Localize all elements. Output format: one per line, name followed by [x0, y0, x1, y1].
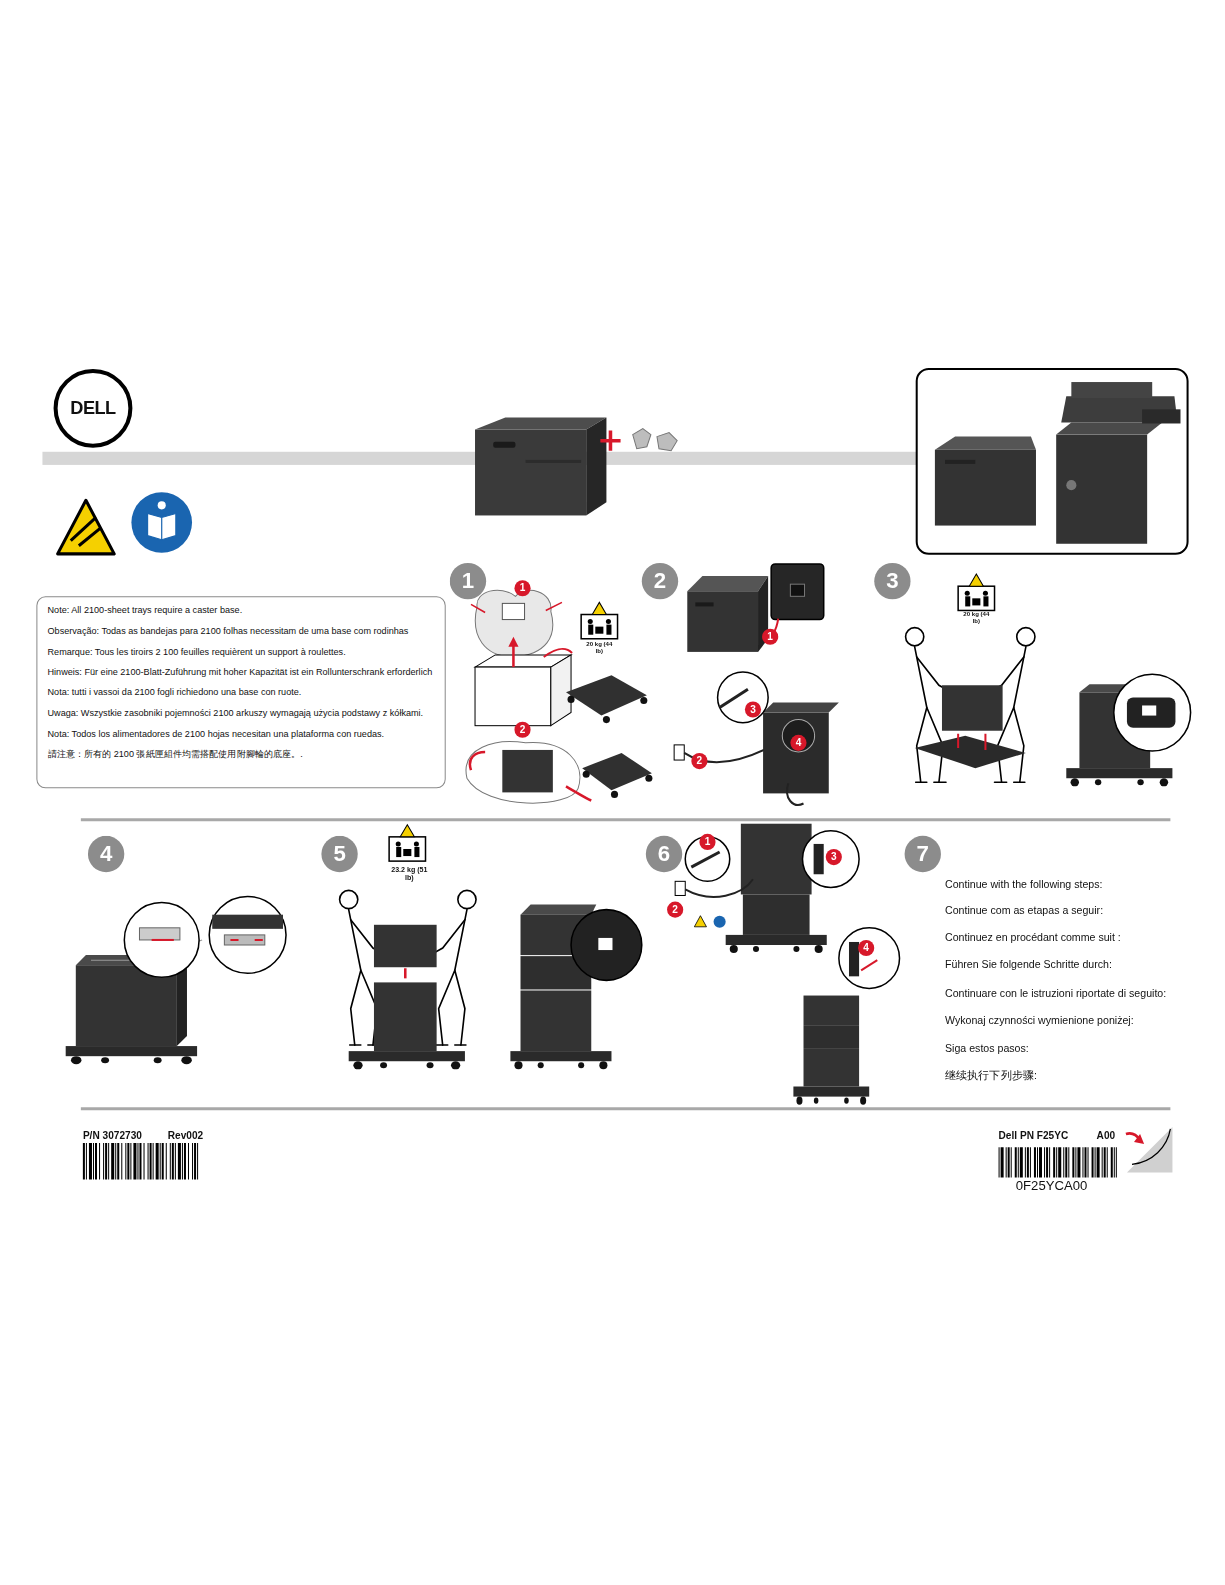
note-text: Nota: tutti i vassoi da 2100 fogli richi… [48, 687, 435, 698]
step-number-text: 6 [658, 843, 670, 865]
instruction-text: 继续执行下列步骤: [945, 1069, 1037, 1083]
step-number: 7 [905, 836, 941, 872]
part-number: P/N 3072730 [83, 1130, 142, 1141]
step-number: 1 [450, 563, 486, 599]
step-number-text: 2 [654, 570, 666, 592]
note-box: Note: All 2100-sheet trays require a cas… [36, 596, 445, 788]
step-number: 5 [321, 836, 357, 872]
callout-number: 2 [514, 722, 530, 738]
step-number: 2 [642, 563, 678, 599]
step-number: 6 [646, 836, 682, 872]
step-number-text: 4 [100, 843, 112, 865]
instruction-text: Continue com as etapas a seguir: [945, 904, 1103, 916]
step-number: 3 [874, 563, 910, 599]
brand-logo: DELL [70, 398, 115, 419]
callout-number: 2 [667, 902, 683, 918]
instruction-text: Continue with the following steps: [945, 878, 1103, 890]
callout-number: 3 [826, 849, 842, 865]
weight-label: 23.2 kg (51 lb) [391, 865, 427, 881]
note-text: Uwaga: Wszystkie zasobniki pojemności 21… [48, 708, 435, 719]
instruction-text: Siga estos pasos: [945, 1042, 1029, 1054]
callout-number: 4 [858, 940, 874, 956]
step-number-text: 7 [917, 843, 929, 865]
part-number: Dell PN F25YC [999, 1130, 1069, 1141]
callout-number: 1 [699, 834, 715, 850]
callout-number: 1 [514, 580, 530, 596]
callout-number: 4 [790, 735, 806, 751]
callout-number: 1 [762, 629, 778, 645]
revision: A00 [1097, 1130, 1116, 1141]
instruction-text: Continuare con le istruzioni riportate d… [945, 986, 1166, 998]
barcode-text: 0F25YCA00 [1016, 1177, 1088, 1192]
revision: Rev002 [168, 1130, 203, 1141]
instruction-text: Wykonaj czynności wymienione poniżej: [945, 1014, 1134, 1026]
note-text: Hinweis: Für eine 2100-Blatt-Zuführung m… [48, 667, 435, 678]
weight-label: 20 kg (44 lb) [960, 611, 992, 624]
instruction-text: Führen Sie folgende Schritte durch: [945, 958, 1112, 970]
note-text: 請注意：所有的 2100 張紙匣組件均需搭配使用附腳輪的底座。. [48, 749, 435, 760]
weight-label: 20 kg (44 lb) [583, 641, 615, 654]
note-text: Remarque: Tous les tiroirs 2 100 feuille… [48, 646, 435, 657]
note-text: Observação: Todas as bandejas para 2100 … [48, 626, 435, 637]
step-number: 4 [88, 836, 124, 872]
step-number-text: 1 [462, 570, 474, 592]
note-text: Note: All 2100-sheet trays require a cas… [48, 605, 435, 616]
callout-number: 3 [745, 701, 761, 717]
note-text: Nota: Todos los alimentadores de 2100 ho… [48, 728, 435, 739]
callout-number: 2 [691, 753, 707, 769]
step-number-text: 3 [886, 570, 898, 592]
step-number-text: 5 [333, 843, 345, 865]
instruction-text: Continuez en procédant comme suit : [945, 931, 1121, 943]
